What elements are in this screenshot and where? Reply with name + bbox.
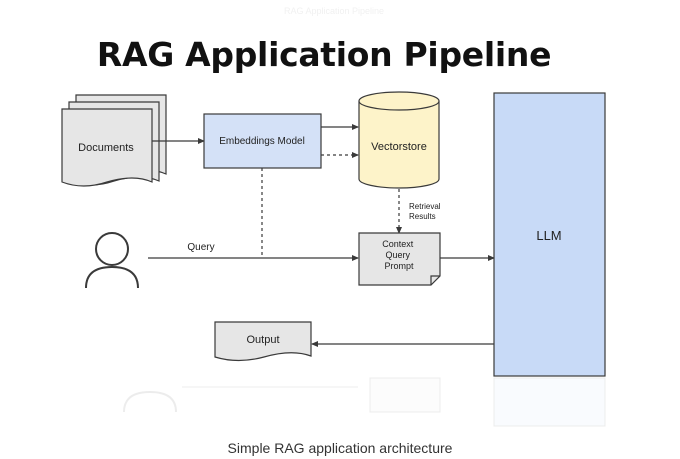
context-query-prompt-node: Context Query Prompt xyxy=(358,232,441,286)
vectorstore-cylinder-body xyxy=(358,101,440,189)
reflection-user xyxy=(123,390,177,413)
output-box xyxy=(214,321,312,362)
faint-title: RAG Application Pipeline xyxy=(284,6,384,16)
retrieval-results-label: Retrieval Results xyxy=(409,202,443,221)
documents-label: Documents xyxy=(78,142,134,154)
diagram-title: RAG Application Pipeline xyxy=(97,35,551,74)
embeddings-model-box xyxy=(203,113,322,169)
context-query-prompt-box xyxy=(358,232,441,286)
rag-pipeline-diagram: RAG Application Pipeline RAG Application… xyxy=(61,6,606,427)
embeddings-model-label: Embeddings Model xyxy=(219,136,305,147)
user-icon-head xyxy=(95,232,129,266)
llm-box xyxy=(493,92,606,377)
embeddings-model-node: Embeddings Model xyxy=(203,113,322,169)
user-icon xyxy=(85,232,139,289)
vectorstore-node: Vectorstore xyxy=(358,91,440,189)
documents-node: Documents xyxy=(61,94,167,187)
output-node: Output xyxy=(214,321,312,362)
reflection-decoration xyxy=(123,377,606,427)
vectorstore-label: Vectorstore xyxy=(371,141,427,153)
llm-label: LLM xyxy=(536,228,561,243)
context-query-prompt-label: Context Query Prompt xyxy=(382,239,416,271)
output-label: Output xyxy=(246,334,279,346)
document-sheet-front xyxy=(61,108,153,187)
user-icon-body xyxy=(85,265,139,289)
figure-caption: Simple RAG application architecture xyxy=(227,440,453,456)
context-query-prompt-fold xyxy=(430,275,440,285)
reflection-prompt xyxy=(369,377,441,413)
llm-node: LLM xyxy=(493,92,606,377)
vectorstore-cylinder-top xyxy=(358,91,440,111)
query-label: Query xyxy=(187,242,214,253)
reflection-llm xyxy=(493,377,606,427)
